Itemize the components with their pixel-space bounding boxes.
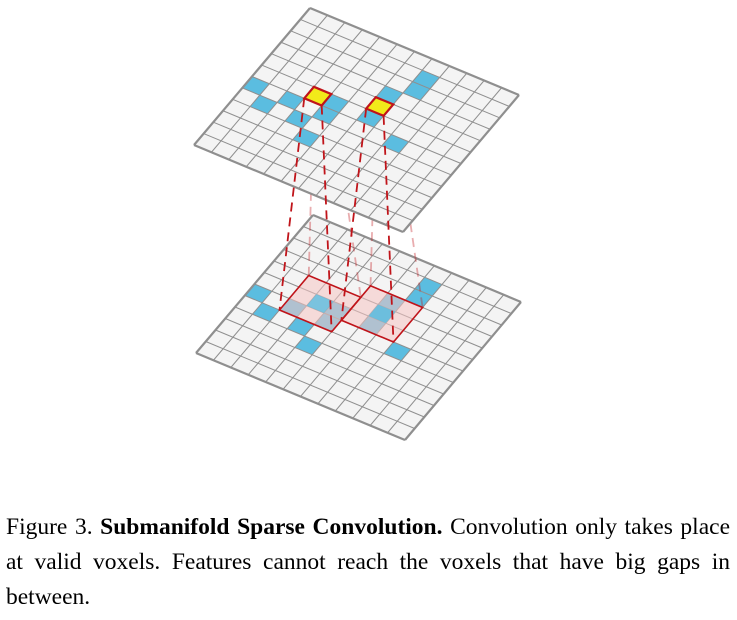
- projection-line: [278, 98, 306, 311]
- input-grid-line: [387, 294, 505, 434]
- projection-lines-front: [278, 98, 395, 343]
- input-grid-line: [195, 351, 406, 442]
- output-voxel-grid: [193, 6, 520, 234]
- caption-title: Submanifold Sparse Convolution.: [100, 514, 443, 540]
- input-grid-line: [205, 341, 415, 429]
- output-grid-line: [402, 94, 520, 233]
- projection-line: [340, 108, 368, 321]
- projection-line: [320, 105, 333, 332]
- figure-diagram: [193, 6, 522, 442]
- figure-caption: Figure 3. Submanifold Sparse Convolution…: [6, 510, 730, 615]
- projection-line: [382, 115, 395, 343]
- receptive-field-center: [368, 304, 396, 324]
- input-grid-line: [215, 329, 425, 418]
- receptive-field-center: [306, 294, 334, 313]
- input-grid-line: [404, 301, 522, 441]
- caption-label: Figure 3.: [6, 514, 93, 540]
- input-voxel-grid: [195, 213, 522, 442]
- receptive-field-border: [278, 274, 363, 333]
- output-grid-line: [203, 133, 413, 222]
- caption-text: Convolution only takes place at valid vo…: [6, 514, 731, 610]
- output-voxel-highlight: [364, 95, 396, 118]
- output-grid-line: [385, 87, 502, 226]
- output-grid-line: [193, 143, 404, 234]
